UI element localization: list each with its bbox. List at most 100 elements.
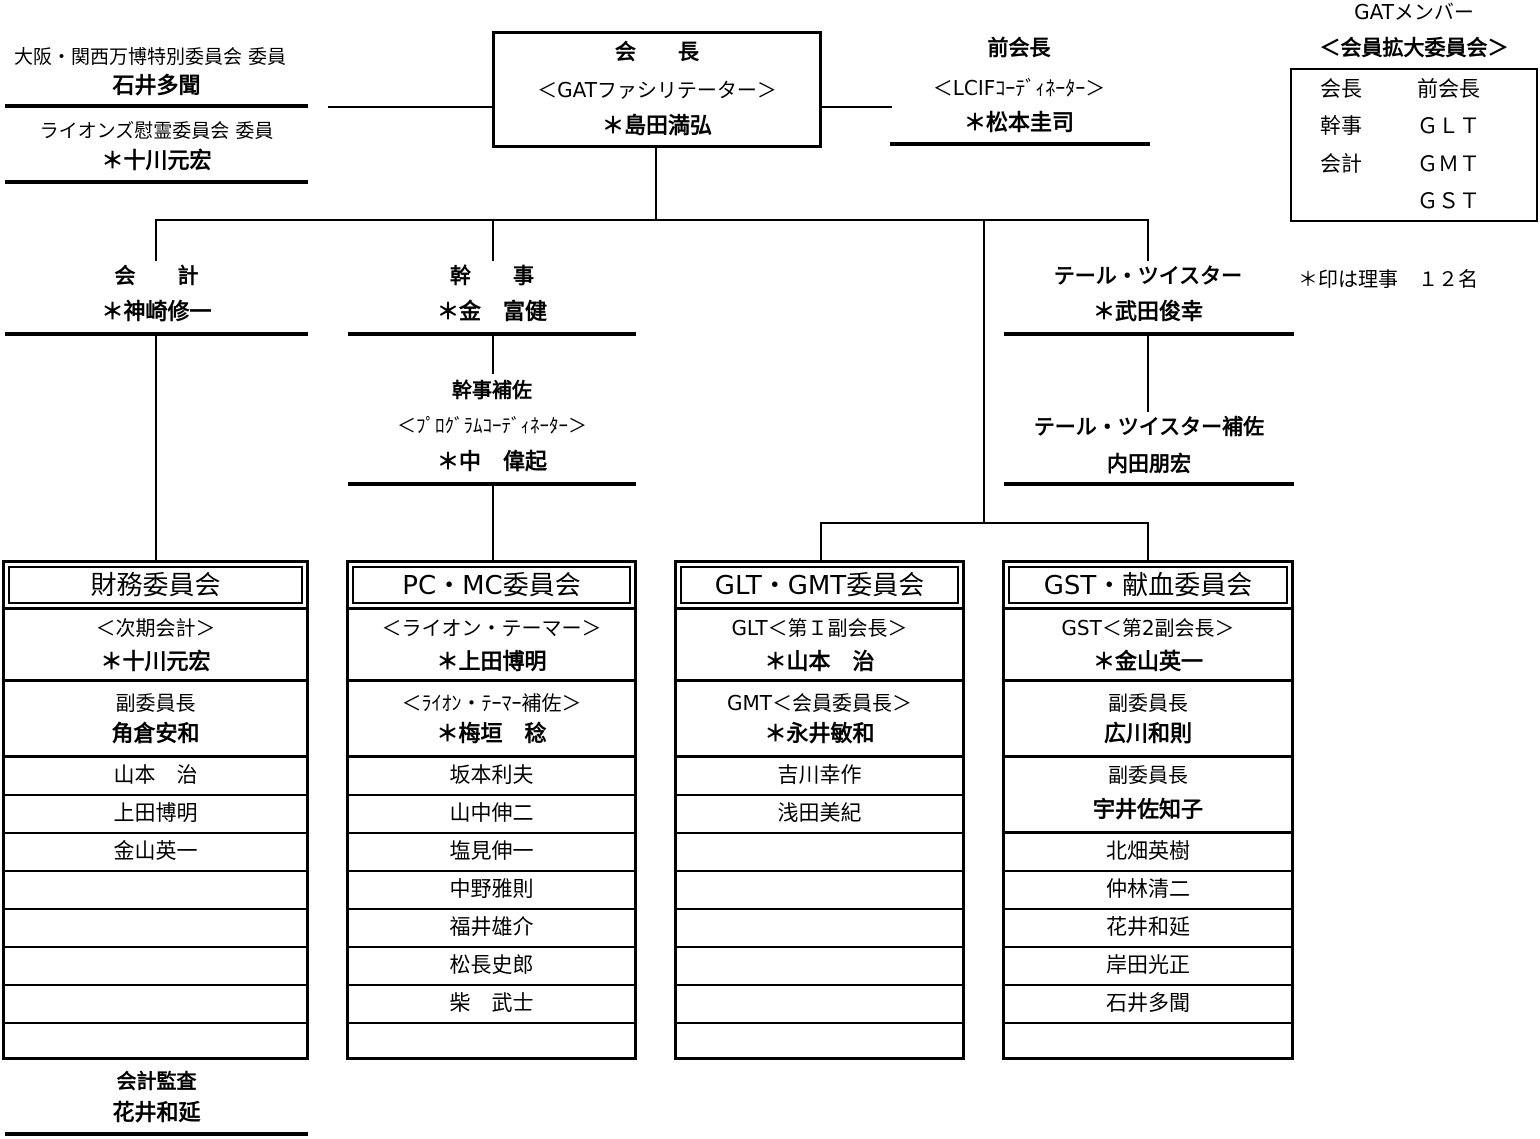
list-item: 仲林清二 — [1005, 872, 1291, 910]
connector-to-tail-twister — [1147, 219, 1149, 261]
list-item: 石井多聞 — [1005, 986, 1291, 1024]
finance-committee: 財務委員会 ＜次期会計＞ ＊十川元宏 副委員長 角倉安和 山本 治 上田博明 金… — [2, 560, 309, 1060]
gst-blood-committee-title: GST・献血委員会 — [1008, 566, 1288, 604]
secretary-name: ＊金 富健 — [436, 300, 547, 325]
gat-row: 幹事 — [1320, 114, 1362, 138]
tail-twister-underline — [1004, 332, 1294, 336]
pcmc-head-name: ＊上田博明 — [436, 650, 547, 675]
pcmc-committee-title: PC・MC委員会 — [352, 566, 631, 604]
secretary-title: 幹 事 — [450, 264, 534, 288]
treasurer-underline — [5, 332, 308, 336]
gst-vice-name: 広川和則 — [1103, 722, 1192, 747]
secretary-assist-name: ＊中 偉起 — [436, 450, 547, 475]
finance-head-name: ＊十川元宏 — [100, 650, 211, 675]
memorial-committee-member: ＊十川元宏 — [101, 149, 212, 174]
connector-left-president — [328, 106, 492, 108]
connector-secretary-assist — [492, 336, 494, 374]
pcmc-vice-label: ＜ﾗｲｵﾝ・ﾃｰﾏｰ補佐＞ — [401, 691, 582, 715]
past-president-title: 前会長 — [987, 36, 1051, 60]
memorial-committee-title: ライオンズ慰霊委員会 委員 — [39, 120, 274, 142]
finance-vice-section: 副委員長 角倉安和 — [5, 682, 306, 758]
president-box: 会 長 ＜GATファシリテーター＞ ＊島田満弘 — [492, 31, 822, 148]
gst-vice2-name: 宇井佐知子 — [1092, 798, 1203, 823]
pcmc-head-section: ＜ライオン・テーマー＞ ＊上田博明 — [349, 607, 634, 682]
memorial-underline — [5, 180, 308, 184]
president-title: 会 長 — [615, 40, 699, 64]
list-item — [5, 872, 306, 910]
president-name: ＊島田満弘 — [601, 114, 712, 139]
finance-head-label: ＜次期会計＞ — [95, 616, 216, 640]
glt-gmt-vice-name: ＊永井敏和 — [764, 722, 875, 747]
list-item: 松長史郎 — [349, 948, 634, 986]
list-item — [677, 872, 962, 910]
president-subtitle: ＜GATファシリテーター＞ — [537, 78, 777, 102]
connector-officers-bus — [155, 219, 1149, 221]
treasurer-title: 会 計 — [114, 264, 199, 288]
treasurer-name: ＊神崎修一 — [101, 300, 212, 325]
list-item: 柴 武士 — [349, 986, 634, 1024]
connector-treasurer-finance — [155, 336, 157, 562]
director-note: ＊印は理事 １２名 — [1298, 267, 1478, 291]
list-item — [5, 986, 306, 1024]
list-item — [677, 910, 962, 948]
secretary-assist-subtitle: ＜ﾌﾟﾛｸﾞﾗﾑｺｰﾃﾞｨﾈｰﾀｰ＞ — [396, 415, 587, 437]
past-president-name: ＊松本圭司 — [963, 111, 1074, 136]
connector-to-secretary — [492, 219, 494, 261]
list-item: 浅田美紀 — [677, 796, 962, 834]
gst-vice2-label: 副委員長 — [1108, 763, 1188, 787]
list-item: 中野雅則 — [349, 872, 634, 910]
list-item — [677, 986, 962, 1024]
pcmc-vice-name: ＊梅垣 稔 — [436, 722, 547, 747]
gst-blood-committee: GST・献血委員会 GST＜第2副会長＞ ＊金山英一 副委員長 広川和則 副委員… — [1002, 560, 1294, 1060]
connector-president-down — [655, 146, 657, 220]
connector-to-gst — [1147, 522, 1149, 562]
list-item — [5, 948, 306, 986]
tail-twister-assist-underline — [1004, 482, 1294, 486]
list-item: 吉川幸作 — [677, 758, 962, 796]
tail-twister-name: ＊武田俊幸 — [1092, 300, 1203, 325]
gst-head-section: GST＜第2副会長＞ ＊金山英一 — [1005, 607, 1291, 682]
list-item: 花井和延 — [1005, 910, 1291, 948]
connector-lower-bus — [820, 522, 1149, 524]
auditor-name: 花井和延 — [112, 1101, 201, 1126]
finance-committee-title: 財務委員会 — [8, 566, 303, 604]
gat-row: ＧＬＴ — [1417, 114, 1480, 138]
connector-to-glt — [820, 522, 822, 562]
gat-subheading: ＜会員拡大委員会＞ — [1319, 36, 1509, 60]
tail-twister-assist-name: 内田朋宏 — [1107, 452, 1191, 476]
gat-row: ＧＭＴ — [1417, 152, 1480, 176]
secretary-assist-underline — [348, 482, 636, 486]
list-item: 坂本利夫 — [349, 758, 634, 796]
list-item — [677, 948, 962, 986]
list-item: 福井雄介 — [349, 910, 634, 948]
secretary-underline — [348, 332, 636, 336]
glt-gmt-head-section: GLT＜第Ｉ副会長＞ ＊山本 治 — [677, 607, 962, 682]
glt-gmt-committee: GLT・GMT委員会 GLT＜第Ｉ副会長＞ ＊山本 治 GMT＜会員委員長＞ ＊… — [674, 560, 965, 1060]
connector-president-past — [820, 106, 892, 108]
list-item — [5, 910, 306, 948]
list-item: 岸田光正 — [1005, 948, 1291, 986]
expo-underline — [5, 104, 308, 108]
glt-gmt-committee-title: GLT・GMT委員会 — [680, 566, 959, 604]
gat-row: 前会長 — [1417, 77, 1480, 101]
gat-row: ＧＳＴ — [1417, 189, 1480, 213]
connector-to-treasurer — [155, 219, 157, 261]
list-item — [677, 834, 962, 872]
secretary-assist-title: 幹事補佐 — [452, 378, 532, 402]
list-item: 上田博明 — [5, 796, 306, 834]
gst-vice2-section: 副委員長 宇井佐知子 — [1005, 758, 1291, 834]
auditor-title: 会計監査 — [116, 1069, 197, 1093]
tail-twister-title: テール・ツイスター — [1053, 264, 1243, 288]
glt-gmt-head-label: GLT＜第Ｉ副会長＞ — [731, 616, 908, 640]
past-president-underline — [890, 142, 1150, 146]
gat-members-box: 会長 前会長 幹事 ＧＬＴ 会計 ＧＭＴ ＧＳＴ — [1290, 68, 1538, 222]
finance-head-section: ＜次期会計＞ ＊十川元宏 — [5, 607, 306, 682]
gst-vice-section: 副委員長 広川和則 — [1005, 682, 1291, 758]
finance-vice-label: 副委員長 — [115, 691, 196, 715]
pcmc-head-label: ＜ライオン・テーマー＞ — [381, 616, 602, 640]
gst-head-name: ＊金山英一 — [1092, 650, 1203, 675]
list-item: 北畑英樹 — [1005, 834, 1291, 872]
finance-vice-name: 角倉安和 — [111, 722, 200, 747]
list-item: 塩見伸一 — [349, 834, 634, 872]
gat-heading: GATメンバー — [1354, 0, 1474, 24]
